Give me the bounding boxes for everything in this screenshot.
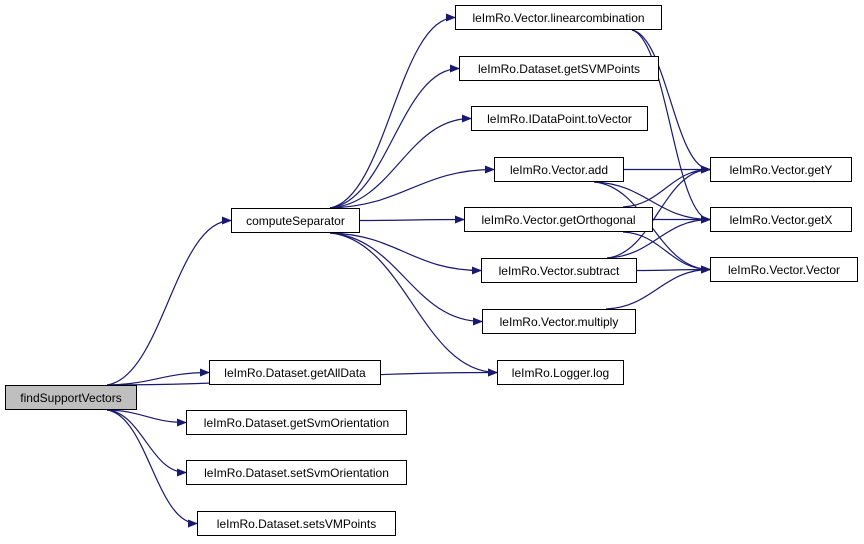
node-dataset-get-svm-points[interactable]: leImRo.Dataset.getSVMPoints xyxy=(459,56,659,81)
edge-findSupportVectors-to-setsVMPoints xyxy=(106,409,198,528)
edge-getOrthogonal-to-vectorCtor xyxy=(622,231,711,274)
node-find-support-vectors[interactable]: findSupportVectors xyxy=(5,385,137,410)
node-dataset-get-all-data[interactable]: leImRo.Dataset.getAllData xyxy=(209,360,381,385)
node-vector-get-x[interactable]: leImRo.Vector.getX xyxy=(710,207,852,232)
node-vector-constructor[interactable]: leImRo.Vector.Vector xyxy=(710,257,858,282)
edge-computeSeparator-to-multiply xyxy=(329,232,483,326)
node-vector-multiply[interactable]: leImRo.Vector.multiply xyxy=(482,309,636,334)
edge-subtract-to-getY xyxy=(606,165,711,259)
node-dataset-sets-vm-points[interactable]: leImRo.Dataset.setsVMPoints xyxy=(197,511,396,536)
edge-findSupportVectors-to-computeSeparator xyxy=(106,216,232,386)
edge-computeSeparator-to-getOrthogonal xyxy=(359,215,465,224)
node-vector-linearcombination[interactable]: leImRo.Vector.linearcombination xyxy=(455,5,662,30)
node-vector-get-y[interactable]: leImRo.Vector.getY xyxy=(710,157,852,182)
node-vector-add[interactable]: leImRo.Vector.add xyxy=(494,157,624,182)
edge-computeSeparator-to-add xyxy=(329,165,495,209)
edge-add-to-getX xyxy=(593,181,711,224)
edge-findSupportVectors-to-setSvmOrientation xyxy=(106,409,187,477)
node-vector-subtract[interactable]: leImRo.Vector.subtract xyxy=(481,258,637,283)
edge-multiply-to-vectorCtor xyxy=(605,265,711,310)
node-dataset-get-svm-orientation[interactable]: leImRo.Dataset.getSvmOrientation xyxy=(186,410,407,435)
edge-computeSeparator-to-linearcombination xyxy=(329,13,456,209)
node-idatapoint-to-vector[interactable]: leImRo.IDataPoint.toVector xyxy=(471,106,648,131)
edge-computeSeparator-to-getSVMPoints xyxy=(329,64,460,209)
edge-findSupportVectors-to-getAllData xyxy=(106,368,210,386)
edge-linearcombination-to-getX xyxy=(631,29,711,224)
edge-linearcombination-to-getY xyxy=(631,29,711,174)
edge-getOrthogonal-to-getY xyxy=(622,165,711,208)
edge-computeSeparator-to-subtract xyxy=(329,232,482,275)
edge-findSupportVectors-to-getSvmOrientation xyxy=(106,409,187,427)
node-logger-log[interactable]: leImRo.Logger.log xyxy=(497,360,624,385)
edge-computeSeparator-to-log xyxy=(329,232,498,377)
edge-computeSeparator-to-toVector xyxy=(329,114,472,209)
node-compute-separator[interactable]: computeSeparator xyxy=(231,208,360,233)
edge-subtract-to-getX xyxy=(606,215,711,259)
node-dataset-set-svm-orientation[interactable]: leImRo.Dataset.setSvmOrientation xyxy=(186,460,407,485)
node-vector-get-orthogonal[interactable]: leImRo.Vector.getOrthogonal xyxy=(464,207,653,232)
